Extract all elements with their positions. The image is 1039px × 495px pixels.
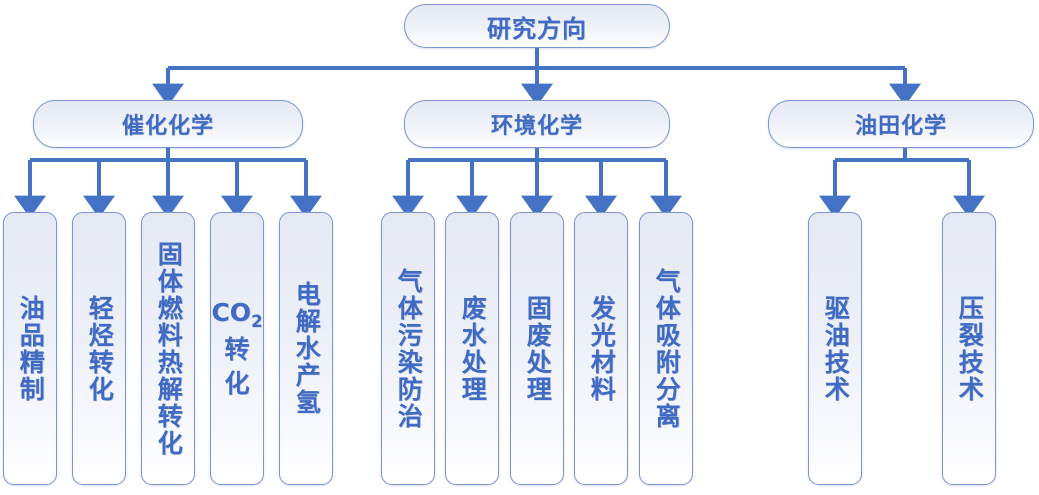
node-root-label: 研究方向: [487, 14, 587, 43]
node-leaf-oil-displacement-tech[interactable]: 驱油技术: [808, 212, 862, 485]
node-leaf-light-hydrocarbon[interactable]: 轻烃转化: [72, 212, 126, 485]
co2-formula-rest: 转 化: [224, 335, 250, 399]
node-branch-catalytic[interactable]: 催化化学: [33, 100, 303, 148]
node-branch-environmental[interactable]: 环境化学: [404, 100, 670, 148]
node-leaf-gas-pollution-control[interactable]: 气体污染防治: [381, 212, 435, 485]
node-leaf-solid-fuel-pyrolysis-label: 固体燃料热解转化: [154, 240, 184, 457]
node-leaf-co2-conversion[interactable]: CO2 转 化: [210, 212, 264, 485]
node-leaf-wastewater-treatment-label: 废水处理: [458, 294, 488, 403]
node-leaf-oil-refining-label: 油品精制: [16, 294, 46, 403]
node-leaf-oil-displacement-tech-label: 驱油技术: [821, 294, 851, 403]
node-leaf-gas-adsorption-separation-label: 气体吸附分离: [652, 267, 682, 430]
node-leaf-water-electrolysis-hydrogen[interactable]: 电解水产氢: [279, 212, 333, 485]
co2-formula-base: CO: [211, 298, 252, 328]
node-leaf-gas-adsorption-separation[interactable]: 气体吸附分离: [639, 212, 693, 485]
node-leaf-gas-pollution-control-label: 气体污染防治: [394, 267, 424, 430]
node-branch-oilfield[interactable]: 油田化学: [768, 100, 1034, 148]
node-leaf-solid-fuel-pyrolysis[interactable]: 固体燃料热解转化: [141, 212, 195, 485]
node-leaf-water-electrolysis-hydrogen-label: 电解水产氢: [292, 281, 322, 416]
node-root-research-direction[interactable]: 研究方向: [404, 4, 670, 48]
node-leaf-luminescent-materials[interactable]: 发光材料: [574, 212, 628, 485]
node-leaf-wastewater-treatment[interactable]: 废水处理: [445, 212, 499, 485]
node-leaf-fracturing-tech-label: 压裂技术: [955, 294, 985, 403]
node-leaf-oil-refining[interactable]: 油品精制: [3, 212, 57, 485]
node-branch-catalytic-label: 催化化学: [121, 114, 214, 139]
node-leaf-solid-waste-treatment-label: 固废处理: [523, 294, 553, 403]
node-leaf-fracturing-tech[interactable]: 压裂技术: [942, 212, 996, 485]
node-branch-oilfield-label: 油田化学: [854, 114, 947, 139]
co2-formula-subscript: 2: [251, 312, 263, 332]
node-leaf-light-hydrocarbon-label: 轻烃转化: [85, 294, 115, 403]
node-leaf-luminescent-materials-label: 发光材料: [587, 294, 617, 403]
node-leaf-solid-waste-treatment[interactable]: 固废处理: [510, 212, 564, 485]
node-leaf-co2-conversion-label: CO2 转 化: [211, 296, 263, 401]
node-branch-environmental-label: 环境化学: [490, 114, 583, 139]
